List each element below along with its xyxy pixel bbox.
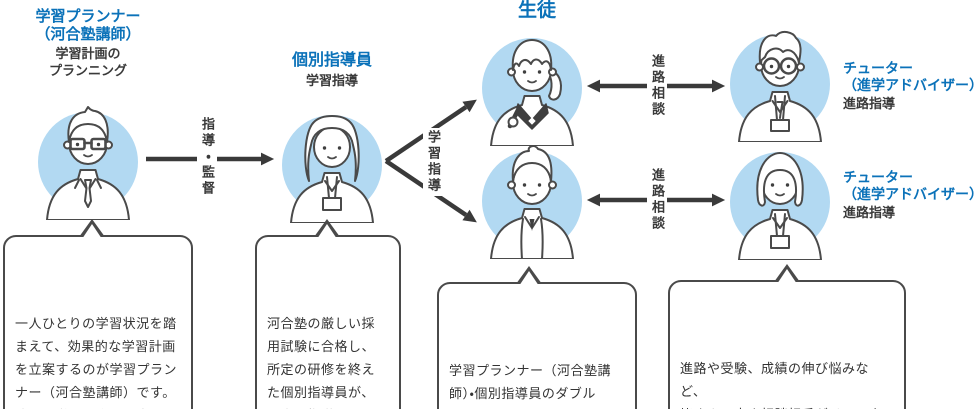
tutor-top-title: チューター （進学アドバイザー） bbox=[843, 60, 980, 93]
planner-avatar bbox=[33, 102, 143, 220]
student-boy-avatar bbox=[477, 141, 587, 259]
planner-title: 学習プランナー （河合塾講師） bbox=[35, 8, 141, 43]
tutor-top-heading: チューター （進学アドバイザー） 進路指導 bbox=[843, 60, 980, 112]
girl-sailor-uniform-icon bbox=[482, 38, 582, 146]
arrow-label-consult-top: 進路相談 bbox=[647, 52, 667, 120]
students-title: 生徒 bbox=[517, 0, 556, 21]
student-girl-avatar bbox=[477, 28, 587, 146]
students-bubble: 学習プランナー（河合塾講 師）・個別指導員のダブル サポートにより、自分にあっ … bbox=[437, 266, 637, 409]
boy-blazer-icon bbox=[482, 145, 582, 259]
arrow-label-consult-bottom: 進路相談 bbox=[647, 166, 667, 234]
man-round-glasses-badge-icon bbox=[730, 30, 830, 142]
tutor-bottom-heading: チューター （進学アドバイザー） 進路指導 bbox=[843, 169, 980, 221]
tutors-bubble-text: 進路や受験、成績の伸び悩みなど、 皆さんの良き相談相手がチューター です。また、… bbox=[680, 361, 882, 409]
tutors-bubble: 進路や受験、成績の伸び悩みなど、 皆さんの良き相談相手がチューター です。また、… bbox=[668, 264, 906, 409]
tutor-top-subtitle: 進路指導 bbox=[843, 96, 896, 112]
arrow-label-supervision: 指導・監督 bbox=[197, 115, 217, 199]
students-bubble-text: 学習プランナー（河合塾講 師）・個別指導員のダブル サポートにより、自分にあっ … bbox=[449, 363, 612, 401]
instructor-heading: 個別指導員 学習指導 bbox=[267, 52, 397, 89]
woman-long-hair-badge-icon bbox=[282, 115, 382, 223]
students-heading: 生徒 bbox=[487, 0, 587, 22]
tutor-bottom-subtitle: 進路指導 bbox=[843, 205, 896, 221]
man-glasses-suit-icon bbox=[38, 106, 138, 220]
instructor-avatar bbox=[277, 105, 387, 223]
instructor-title: 個別指導員 bbox=[291, 52, 372, 69]
instructor-bubble-text: 河合塾の厳しい採 用試験に合格し、 所定の研修を終え た個別指導員が、 丁寧に指… bbox=[267, 316, 387, 409]
planner-bubble-text: 一人ひとりの学習状況を踏 まえて、効果的な学習計画 を立案するのが学習プラン ナ… bbox=[15, 316, 178, 409]
planner-bubble: 一人ひとりの学習状況を踏 まえて、効果的な学習計画 を立案するのが学習プラン ナ… bbox=[3, 219, 193, 409]
arrow-label-teaching: 学習指導 bbox=[423, 128, 443, 196]
instructor-bubble: 河合塾の厳しい採 用試験に合格し、 所定の研修を終え た個別指導員が、 丁寧に指… bbox=[255, 219, 401, 409]
tutor-bottom-avatar bbox=[725, 142, 835, 260]
planner-heading: 学習プランナー （河合塾講師） 学習計画の プランニング bbox=[8, 8, 168, 79]
tutor-bottom-title: チューター （進学アドバイザー） bbox=[843, 169, 980, 202]
planner-subtitle: 学習計画の プランニング bbox=[48, 46, 127, 78]
instructor-subtitle: 学習指導 bbox=[305, 72, 358, 88]
woman-short-hair-badge-icon bbox=[730, 152, 830, 260]
tutor-top-avatar bbox=[725, 24, 835, 142]
